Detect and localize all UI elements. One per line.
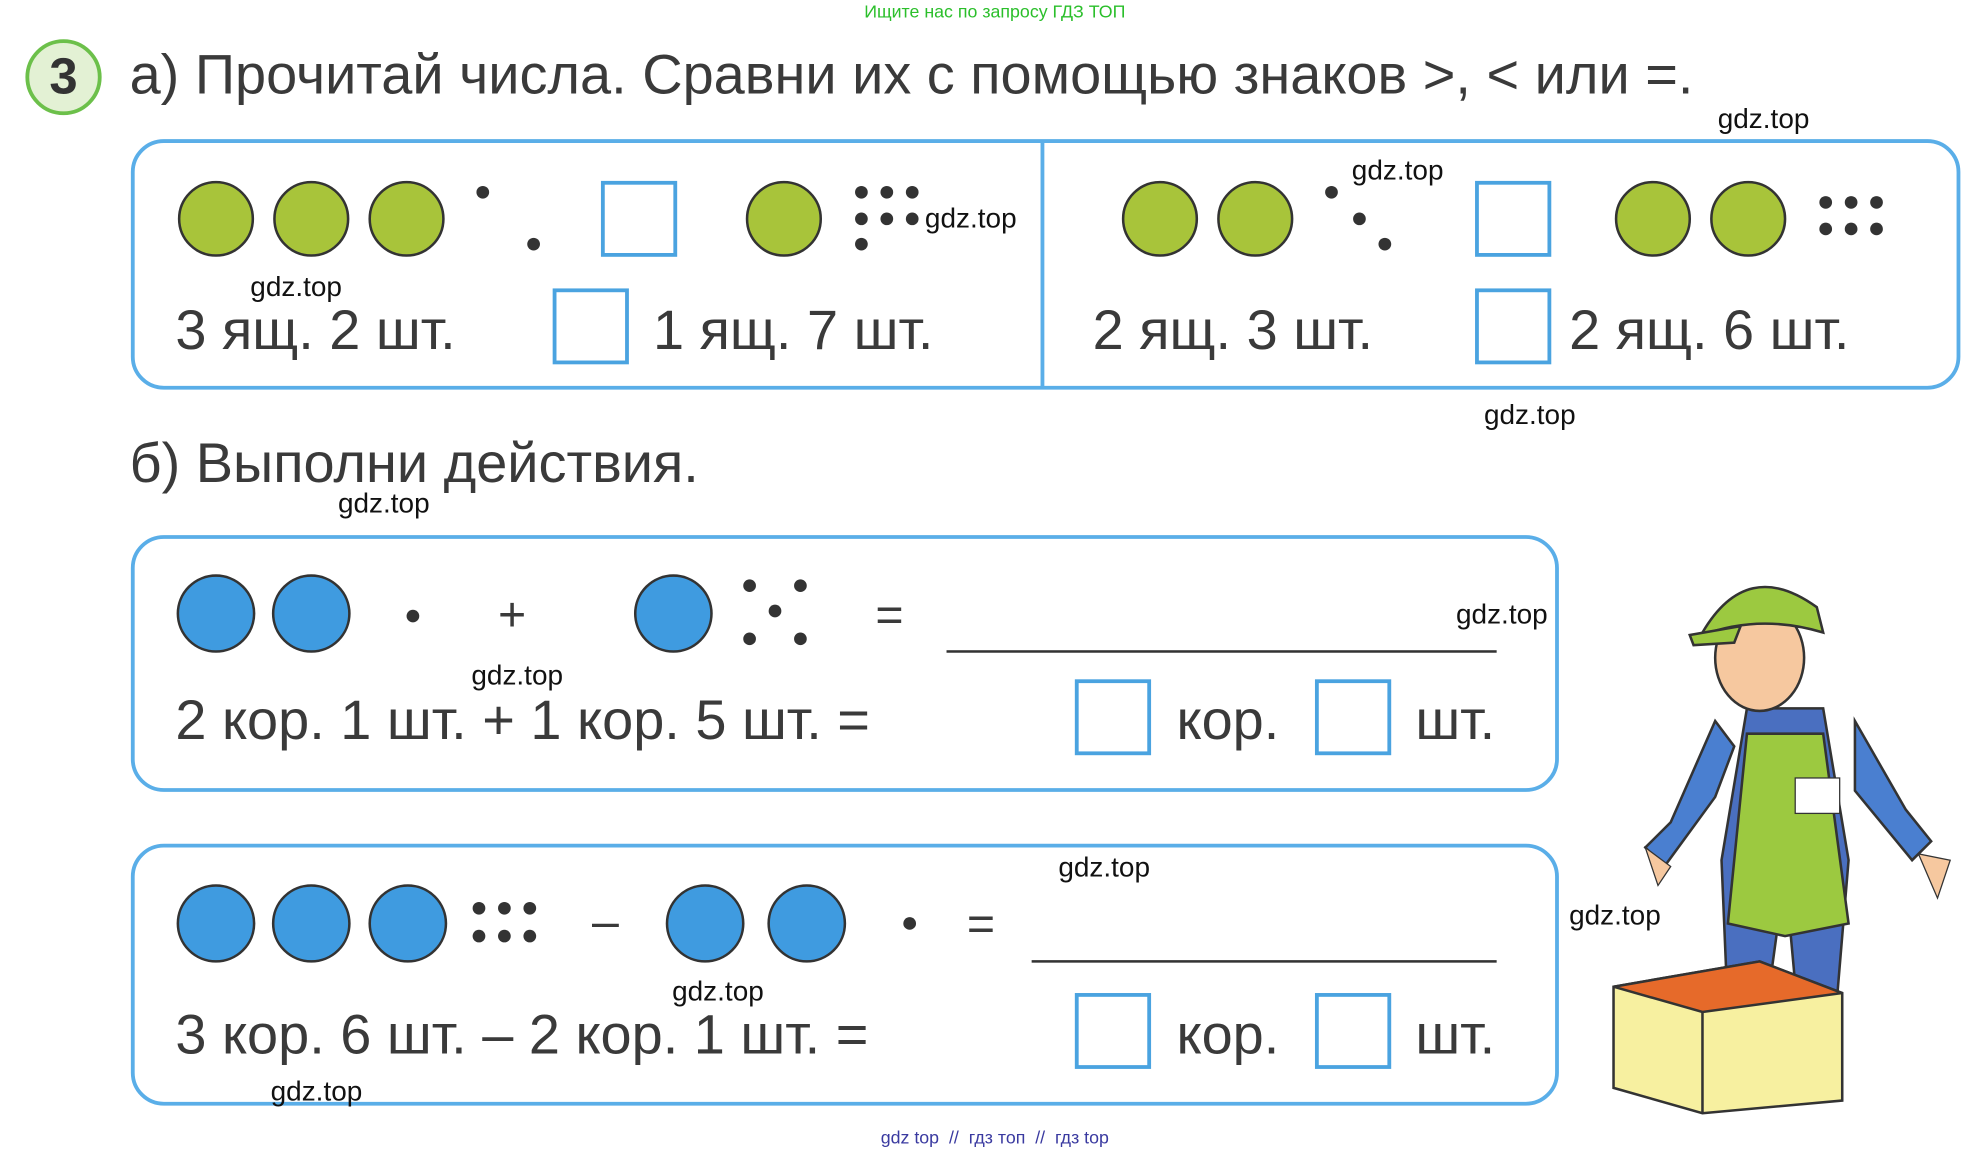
watermark: gdz.top — [924, 202, 1017, 235]
unit-dot — [1325, 185, 1338, 199]
box-circle — [665, 884, 745, 963]
watermark: gdz.top — [1058, 851, 1151, 883]
box-circle — [368, 884, 448, 963]
unit-dot — [855, 237, 868, 251]
watermark: gdz.top — [672, 975, 764, 1007]
watermark: gdz.top — [471, 659, 564, 691]
unit-dot — [1819, 222, 1833, 236]
unit-dot — [472, 929, 486, 943]
unit-dot — [498, 929, 511, 943]
box-circle — [1121, 180, 1199, 257]
box-circle — [176, 884, 256, 963]
unit-dot — [476, 185, 490, 199]
unit-dot — [523, 901, 537, 915]
unit-dot — [905, 212, 919, 226]
part-b-box-1 — [130, 535, 1559, 792]
unit-dot — [743, 632, 756, 646]
seller-illustration — [1612, 585, 1952, 1115]
answer-box-boxes[interactable] — [1074, 679, 1152, 756]
box-circle — [368, 180, 445, 257]
unit-dot — [855, 212, 868, 226]
unit-dot — [523, 929, 537, 943]
unit-dot — [768, 604, 782, 618]
unit-dot — [855, 185, 868, 199]
unit-boxes: кор. — [1176, 1004, 1280, 1067]
task-number: 3 — [49, 49, 78, 105]
box-circle — [271, 574, 351, 653]
task-number-badge: 3 — [25, 39, 102, 116]
compare-box[interactable] — [1475, 288, 1552, 365]
unit-dot — [406, 609, 420, 623]
unit-pieces: шт. — [1415, 689, 1496, 752]
part-b-box-2 — [130, 843, 1559, 1106]
expr-left-2: 1 ящ. 7 шт. — [653, 299, 934, 362]
unit-dot — [527, 237, 540, 251]
answer-line — [1031, 960, 1497, 963]
box-circle — [271, 884, 351, 963]
box-circle — [745, 180, 823, 257]
watermark: gdz.top — [250, 270, 342, 303]
unit-boxes: кор. — [1176, 689, 1280, 752]
part-a-title: а) Прочитай числа. Сравни их с помощью з… — [129, 44, 1694, 107]
unit-dot — [472, 901, 486, 915]
expr-b1: 2 кор. 1 шт. + 1 кор. 5 шт. = — [175, 689, 870, 752]
watermark: gdz.top — [1483, 398, 1576, 431]
box-divider — [1040, 141, 1045, 388]
unit-pieces: шт. — [1415, 1004, 1496, 1067]
unit-dot — [1844, 196, 1858, 209]
answer-box-pieces[interactable] — [1314, 993, 1392, 1069]
part-b-title: б) Выполни действия. — [129, 432, 699, 495]
answer-box[interactable] — [600, 180, 678, 257]
unit-dot — [880, 185, 894, 199]
watermark: gdz.top — [1351, 154, 1444, 186]
minus-sign: – — [592, 895, 619, 949]
box-circle — [1710, 180, 1787, 257]
plus-sign: + — [498, 589, 527, 643]
watermark: gdz.top — [1455, 598, 1548, 630]
answer-line — [946, 650, 1497, 653]
watermark: gdz.top — [1717, 102, 1810, 135]
header-note: Ищите нас по запросу ГДЗ ТОП — [864, 1, 1126, 22]
unit-dot — [1353, 212, 1366, 226]
unit-dot — [794, 579, 807, 593]
compare-box[interactable] — [552, 288, 629, 365]
expr-right-1: 2 ящ. 3 шт. — [1092, 299, 1373, 362]
box-circle — [1614, 180, 1692, 257]
box-circle — [767, 884, 847, 963]
unit-dot — [743, 579, 756, 593]
answer-box-pieces[interactable] — [1314, 679, 1392, 756]
unit-dot — [1844, 222, 1858, 236]
equals-sign: = — [875, 589, 904, 643]
expr-right-2: 2 ящ. 6 шт. — [1569, 299, 1850, 362]
part-a-box — [130, 139, 1961, 390]
watermark: gdz.top — [1569, 899, 1661, 932]
unit-dot — [794, 632, 807, 646]
unit-dot — [498, 901, 511, 915]
unit-dot — [1870, 196, 1883, 209]
answer-box[interactable] — [1475, 180, 1552, 257]
box-circle — [273, 180, 350, 257]
footer-note: gdz top // гдз топ // гдз top — [880, 1127, 1109, 1148]
unit-dot — [1870, 222, 1883, 236]
box-circle — [633, 574, 713, 653]
unit-dot — [880, 212, 894, 226]
watermark: gdz.top — [270, 1075, 363, 1107]
box-circle — [177, 180, 255, 257]
watermark: gdz.top — [337, 487, 430, 519]
box-circle — [176, 574, 256, 653]
unit-dot — [905, 185, 919, 199]
expr-b2: 3 кор. 6 шт. – 2 кор. 1 шт. = — [175, 1004, 869, 1067]
box-circle — [1217, 180, 1294, 257]
unit-dot — [903, 917, 917, 930]
equals-sign: = — [966, 898, 996, 952]
answer-box-boxes[interactable] — [1074, 993, 1152, 1069]
expr-left-1: 3 ящ. 2 шт. — [175, 299, 456, 362]
unit-dot — [1378, 237, 1392, 251]
unit-dot — [1819, 196, 1833, 209]
